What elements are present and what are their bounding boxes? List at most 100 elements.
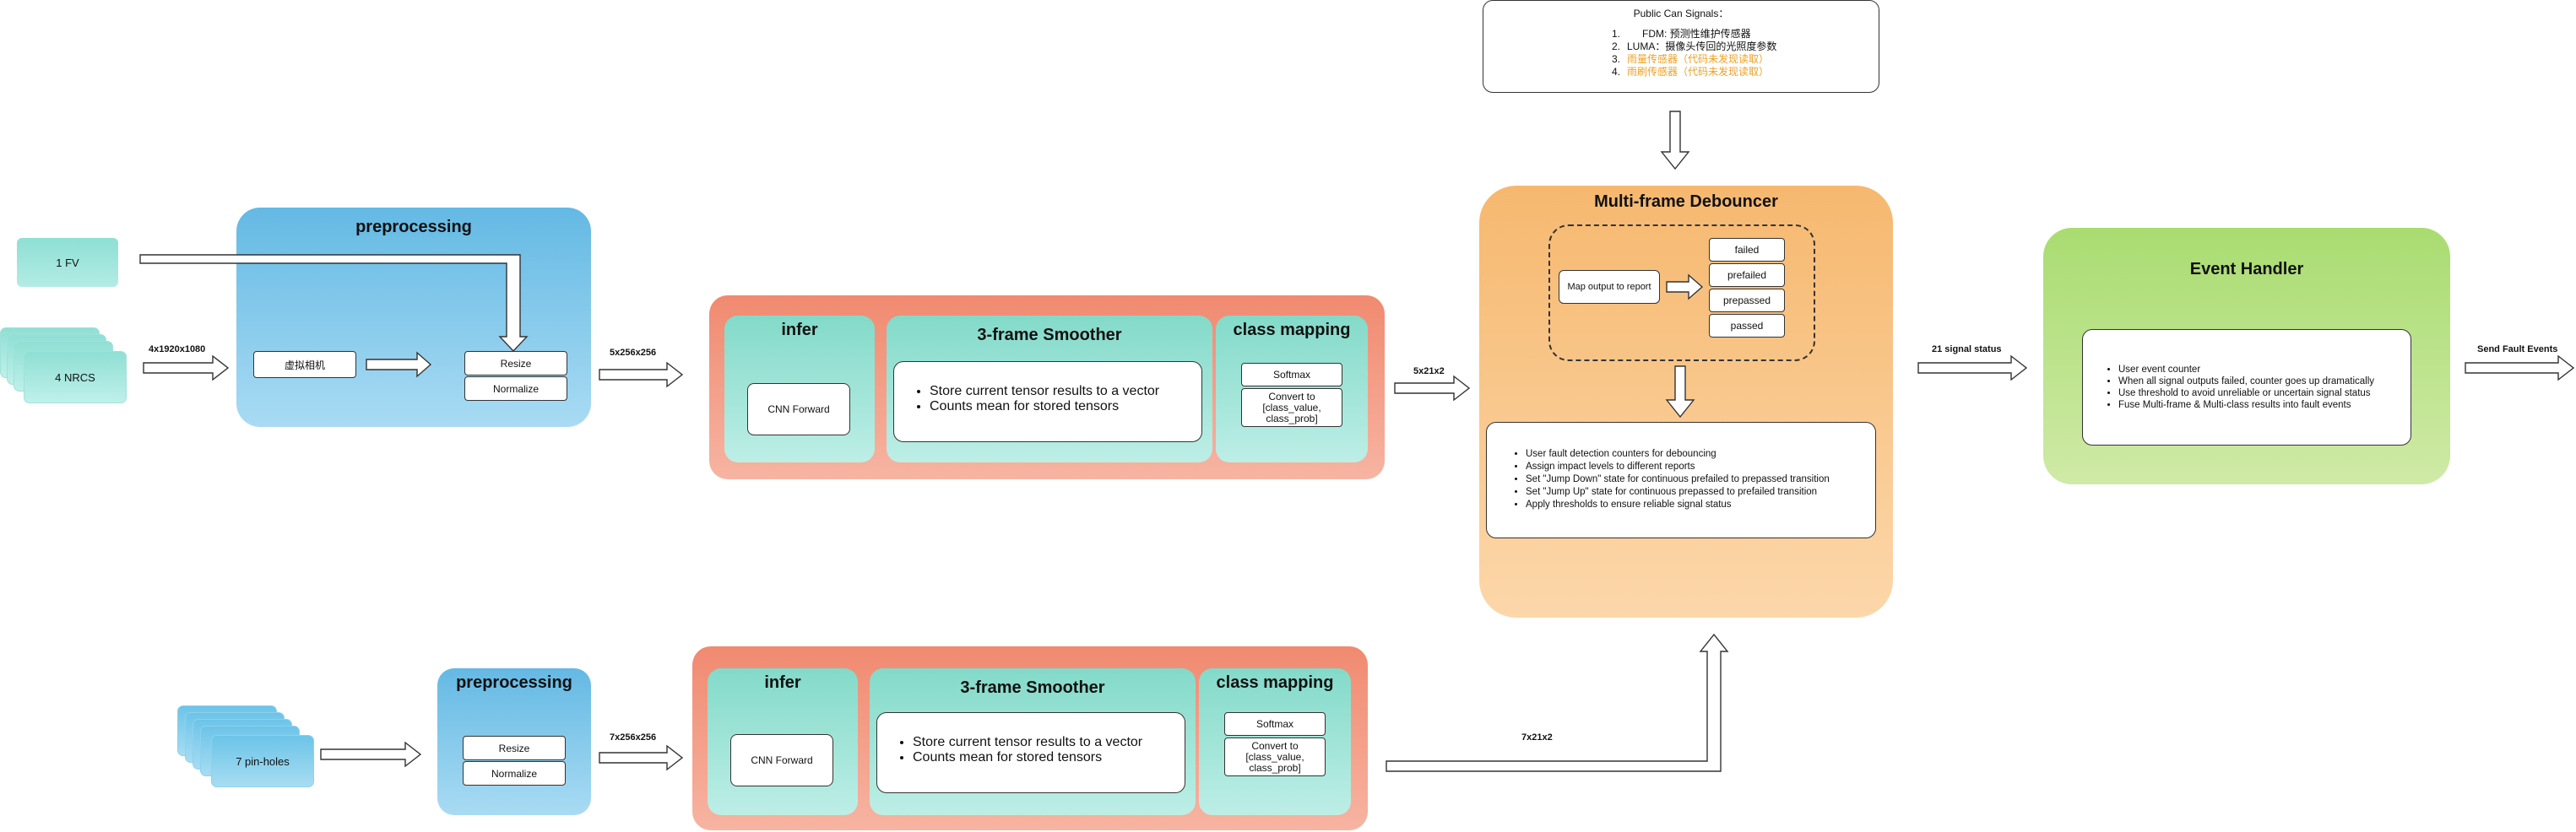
top-softmax-box: Softmax <box>1241 363 1342 386</box>
item-number: 3. <box>1612 53 1621 65</box>
pinholes-to-pre-arrow <box>320 741 422 768</box>
can-signal-item: 2.LUMA：摄像头传回的光照度参数 <box>1612 41 1865 53</box>
bottom-cnn-forward-box: CNN Forward <box>730 734 833 786</box>
state-label: failed <box>1734 244 1760 256</box>
bottom-smoother-box: Store current tensor results to a vector… <box>876 712 1185 793</box>
item-number: 4. <box>1612 66 1621 78</box>
top-preprocessing-panel: preprocessing 虚拟相机 Resize Normalize <box>236 208 591 427</box>
fv-input: 1 FV <box>17 238 118 287</box>
state-passed: passed <box>1709 314 1785 338</box>
top-smoother-box: Store current tensor results to a vector… <box>893 361 1202 442</box>
can-signal-item: 1.FDM: 预测性维护传感器 <box>1612 28 1865 41</box>
debouncer-dashed-group <box>1548 224 1815 361</box>
model-to-debouncer-bottom-arrow <box>1386 633 1729 772</box>
state-prefailed: prefailed <box>1709 263 1785 287</box>
top-mapping-title: class mapping <box>1233 321 1351 339</box>
map-output-box: Map output to report <box>1559 270 1660 304</box>
state-prepassed: prepassed <box>1709 289 1785 312</box>
bottom-smoother-title: 3-frame Smoother <box>960 678 1105 697</box>
edge-label-signal: 21 signal status <box>1932 344 2002 354</box>
fv-label: 1 FV <box>56 256 79 269</box>
bottom-smoother-panel: 3-frame Smoother Store current tensor re… <box>870 668 1196 815</box>
pre-to-model-bottom-arrow <box>599 744 684 771</box>
can-signals-title: Public Can Signals： <box>1633 8 1729 19</box>
state-label: prepassed <box>1722 294 1771 306</box>
bottom-infer-title: infer <box>764 673 801 692</box>
event-item: Use threshold to avoid unreliable or unc… <box>2118 387 2402 399</box>
model-to-debouncer-top-arrow <box>1394 375 1471 402</box>
bottom-softmax-box: Softmax <box>1224 712 1326 736</box>
event-handler-box: User event counter When all signal outpu… <box>2082 329 2411 446</box>
top-smoother-title: 3-frame Smoother <box>977 326 1122 344</box>
debouncer-to-event-arrow <box>1917 354 2028 381</box>
top-smoother-panel: 3-frame Smoother Store current tensor re… <box>887 316 1212 462</box>
cnn-forward-label: CNN Forward <box>767 403 830 415</box>
can-signal-item: 3.雨量传感器（代码未发现读取） <box>1612 53 1865 66</box>
state-failed: failed <box>1709 238 1785 262</box>
top-infer-title: infer <box>781 321 818 339</box>
bottom-normalize-box: Normalize <box>463 761 566 786</box>
cnn-forward-label: CNN Forward <box>751 754 813 766</box>
map-output-label: Map output to report <box>1567 282 1651 292</box>
item-text: FDM: 预测性维护传感器 <box>1642 28 1751 40</box>
convert-label: Convert to [class_value, class_prob] <box>1245 739 1304 774</box>
can-signals-box: Public Can Signals： 1.FDM: 预测性维护传感器 2.LU… <box>1483 0 1879 93</box>
bottom-infer-panel: infer CNN Forward <box>708 668 858 815</box>
bottom-smoother-list: Store current tensor results to a vector… <box>894 735 1176 765</box>
debouncer-title: Multi-frame Debouncer <box>1594 192 1778 211</box>
rule-item: Set "Jump Up" state for continuous prepa… <box>1526 486 1867 499</box>
nrcs-to-pre-arrow <box>143 354 230 381</box>
stack-layer: 4 NRCS <box>24 351 127 403</box>
pre-to-model-top-arrow <box>599 361 684 388</box>
event-handler-panel: Event Handler User event counter When al… <box>2043 228 2450 484</box>
event-handler-title: Event Handler <box>2189 260 2304 278</box>
top-smoother-list: Store current tensor results to a vector… <box>911 384 1193 414</box>
edge-label-top-mid: 5x256x256 <box>610 348 657 358</box>
map-to-states-arrow <box>1666 273 1704 300</box>
state-label: prefailed <box>1727 269 1767 281</box>
top-preprocessing-title: preprocessing <box>355 218 472 236</box>
smoother-item: Counts mean for stored tensors <box>913 750 1176 765</box>
debouncer-rules-list: User fault detection counters for deboun… <box>1507 448 1867 511</box>
item-text: 雨刷传感器（代码未发现读取） <box>1627 66 1770 78</box>
rule-item: User fault detection counters for deboun… <box>1526 448 1867 461</box>
bottom-preprocessing-panel: preprocessing Resize Normalize <box>437 668 591 815</box>
bottom-mapping-panel: class mapping Softmax Convert to [class_… <box>1199 668 1351 815</box>
bottom-preprocessing-title: preprocessing <box>456 673 572 692</box>
fv-to-resize-arrow <box>139 254 529 353</box>
virtual-to-resize-arrow <box>366 351 432 378</box>
resize-label: Resize <box>498 742 530 754</box>
edge-label-send: Send Fault Events <box>2477 344 2558 354</box>
normalize-label: Normalize <box>491 767 537 780</box>
smoother-item: Counts mean for stored tensors <box>930 399 1193 414</box>
state-label: passed <box>1730 320 1764 332</box>
resize-label: Resize <box>500 357 532 370</box>
event-item: When all signal outputs failed, counter … <box>2118 375 2402 387</box>
nrcs-label: 4 NRCS <box>55 370 95 384</box>
top-infer-panel: infer CNN Forward <box>724 316 875 462</box>
can-signal-item: 4. 雨刷传感器（代码未发现读取） <box>1612 66 1865 78</box>
group-to-rules-arrow <box>1665 365 1695 419</box>
top-cnn-forward-box: CNN Forward <box>747 383 850 435</box>
item-number: 2. <box>1612 41 1621 52</box>
normalize-label: Normalize <box>492 382 539 395</box>
event-handler-list: User event counter When all signal outpu… <box>2100 364 2402 411</box>
nrcs-input-stack: 4 NRCS <box>0 327 128 405</box>
edge-label-top-in: 4x1920x1080 <box>149 344 206 354</box>
bottom-model-panel: infer CNN Forward 3-frame Smoother Store… <box>692 646 1368 830</box>
rule-item: Assign impact levels to different report… <box>1526 461 1867 473</box>
edge-label-bottom-out: 7x21x2 <box>1521 732 1553 743</box>
event-item: User event counter <box>2118 364 2402 375</box>
stack-layer: 7 pin-holes <box>211 735 314 787</box>
can-to-debouncer-arrow <box>1660 111 1690 170</box>
rule-item: Apply thresholds to ensure reliable sign… <box>1526 499 1867 511</box>
top-normalize-box: Normalize <box>464 376 567 401</box>
can-signals-list: 1.FDM: 预测性维护传感器 2.LUMA：摄像头传回的光照度参数 3.雨量传… <box>1612 28 1865 78</box>
debouncer-rules-box: User fault detection counters for deboun… <box>1486 422 1876 538</box>
debouncer-panel: Multi-frame Debouncer Map output to repo… <box>1479 186 1893 618</box>
event-item: Fuse Multi-frame & Multi-class results i… <box>2118 399 2402 411</box>
top-convert-box: Convert to [class_value, class_prob] <box>1241 388 1342 427</box>
top-mapping-panel: class mapping Softmax Convert to [class_… <box>1216 316 1368 462</box>
smoother-item: Store current tensor results to a vector <box>930 384 1193 399</box>
